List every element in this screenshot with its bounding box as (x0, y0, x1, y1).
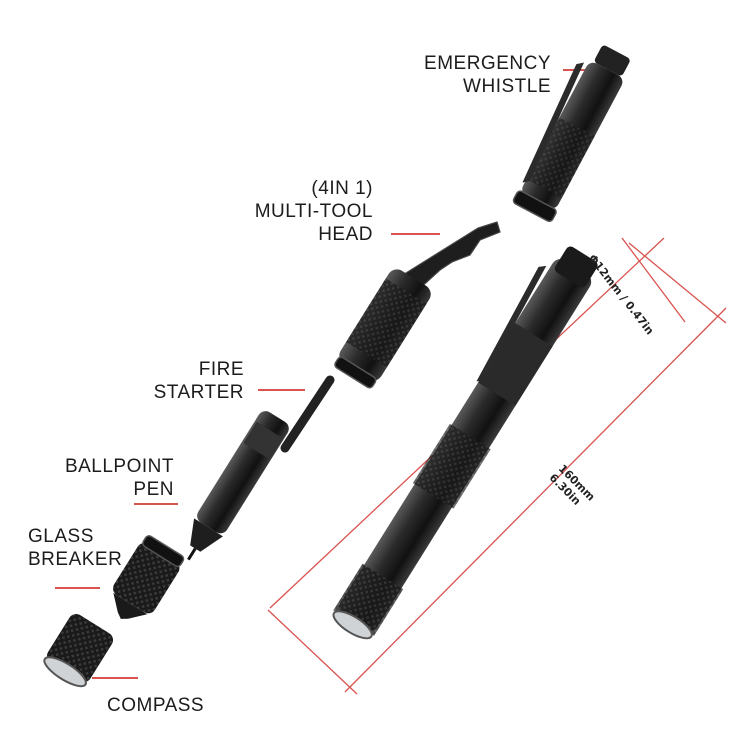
fire-starter-body (334, 269, 431, 389)
label-ballpoint-pen: BALLPOINT PEN (64, 456, 174, 500)
whistle-part (512, 45, 630, 223)
label-fire-starter: FIRE STARTER (153, 359, 244, 403)
label-compass: COMPASS (107, 695, 205, 716)
fire-starter-rod (280, 375, 335, 453)
label-glass-breaker: GLASS BREAKER (28, 526, 123, 570)
glass-breaker-part (113, 535, 185, 619)
assembled-pen (332, 246, 598, 640)
compass-part (43, 614, 114, 688)
ballpoint-pen-part (187, 411, 289, 561)
label-emergency-whistle: EMERGENCY WHISTLE (424, 53, 551, 97)
label-multi-tool-head: (4IN 1) MULTI-TOOL HEAD (254, 178, 373, 245)
dimension-guides (267, 237, 727, 695)
